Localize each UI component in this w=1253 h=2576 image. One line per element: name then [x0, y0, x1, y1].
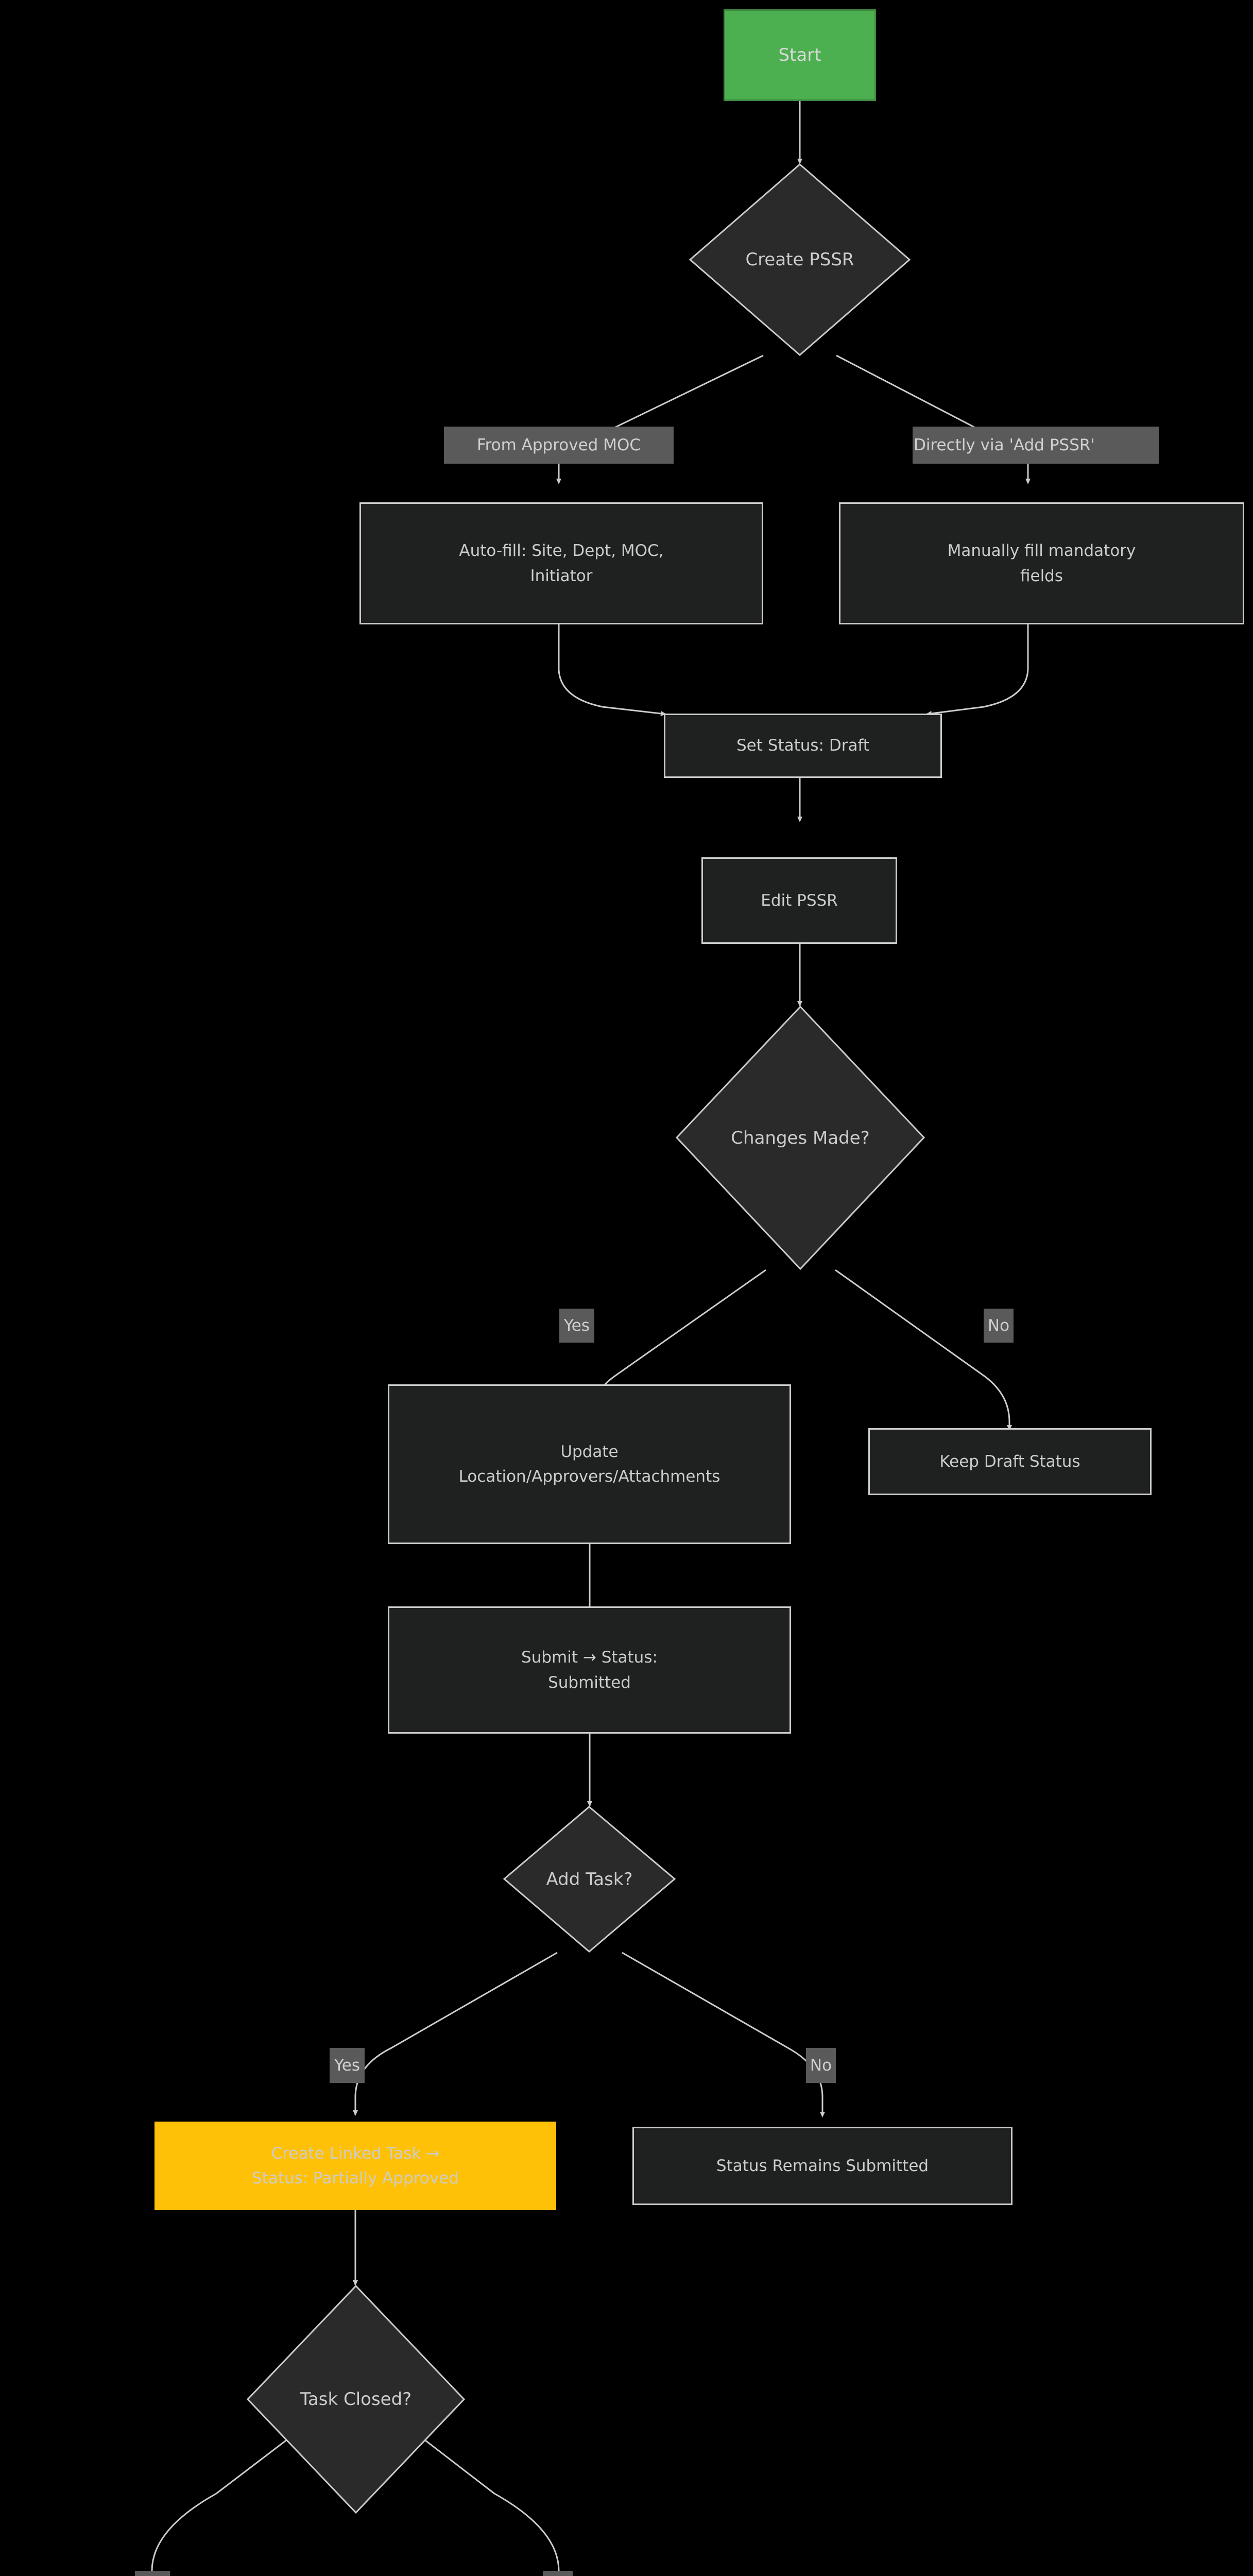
- edge-changes-no: [835, 1269, 1012, 1431]
- edge-label-changes-no: No: [984, 1309, 1014, 1343]
- node-start[interactable]: Start: [724, 9, 876, 101]
- node-update-location[interactable]: Update Location/Approvers/Attachments: [388, 1384, 791, 1544]
- diamond-shape: [676, 1006, 925, 1270]
- node-autofill-line1: Auto-fill: Site, Dept, MOC,: [459, 541, 664, 561]
- node-create-pssr[interactable]: Create PSSR: [689, 163, 911, 356]
- edge-label-task-yes: Yes: [330, 2048, 365, 2083]
- node-autofill-line2: Initiator: [530, 566, 593, 585]
- node-status-remains[interactable]: Status Remains Submitted: [632, 2127, 1012, 2205]
- node-autofill[interactable]: Auto-fill: Site, Dept, MOC, Initiator: [359, 502, 763, 624]
- edge-label-directly-via-add-pssr: Directly via 'Add PSSR': [913, 427, 1159, 464]
- node-edit-pssr-label: Edit PSSR: [761, 891, 838, 910]
- edge-label-text: No: [810, 2056, 832, 2075]
- node-create-linked-task-line1: Create Linked Task →: [271, 2144, 440, 2163]
- edge-label-text: Yes: [563, 1316, 590, 1335]
- node-set-draft-label: Set Status: Draft: [736, 736, 869, 755]
- diamond-shape: [247, 2285, 465, 2514]
- node-submit[interactable]: Submit → Status: Submitted: [388, 1606, 791, 1734]
- node-manual-fill[interactable]: Manually fill mandatory fields: [839, 502, 1244, 624]
- edge-label-text: Yes: [334, 2056, 361, 2075]
- node-status-remains-label: Status Remains Submitted: [716, 2156, 929, 2175]
- diamond-shape: [689, 163, 911, 356]
- edge-addtask-yes: [353, 1952, 558, 2116]
- node-submit-line2: Submitted: [548, 1673, 631, 1692]
- node-create-linked-task[interactable]: Create Linked Task → Status: Partially A…: [155, 2122, 556, 2210]
- node-task-closed[interactable]: Task Closed?: [247, 2285, 465, 2514]
- node-create-pssr-label: Create PSSR: [745, 249, 854, 270]
- diamond-shape: [503, 1806, 676, 1953]
- node-update-location-line1: Update: [560, 1442, 619, 1461]
- edge-label-closed-yes: Yes: [135, 2571, 170, 2576]
- node-task-closed-label: Task Closed?: [300, 2389, 412, 2410]
- node-keep-draft-label: Keep Draft Status: [939, 1452, 1080, 1471]
- node-manual-fill-line1: Manually fill mandatory: [947, 541, 1136, 561]
- edge-label-task-no: No: [806, 2048, 836, 2083]
- edge-addtask-no: [622, 1952, 825, 2117]
- edge-label-text: Directly via 'Add PSSR': [914, 435, 1095, 454]
- node-submit-line1: Submit → Status:: [521, 1648, 658, 1667]
- node-start-label: Start: [778, 44, 821, 65]
- edge-autofill-to-draft: [558, 624, 666, 716]
- edge-manual-to-draft: [926, 624, 1029, 716]
- node-update-location-line2: Location/Approvers/Attachments: [458, 1467, 720, 1486]
- edge-label-text: No: [987, 1316, 1010, 1335]
- node-changes-made[interactable]: Changes Made?: [676, 1006, 925, 1270]
- edge-label-changes-yes: Yes: [559, 1309, 594, 1343]
- node-manual-fill-line2: fields: [1020, 566, 1063, 585]
- node-set-draft[interactable]: Set Status: Draft: [664, 714, 942, 778]
- edge-create-to-autofill: [556, 354, 764, 484]
- node-add-task[interactable]: Add Task?: [503, 1806, 676, 1953]
- node-keep-draft[interactable]: Keep Draft Status: [868, 1428, 1152, 1495]
- edge-label-from-approved-moc: From Approved MOC: [444, 427, 674, 464]
- edge-label-closed-no: No: [543, 2571, 573, 2576]
- edge-label-text: From Approved MOC: [477, 435, 641, 454]
- edge-create-to-manual: [836, 354, 1031, 484]
- node-edit-pssr[interactable]: Edit PSSR: [701, 857, 897, 944]
- node-changes-made-label: Changes Made?: [731, 1127, 870, 1148]
- node-add-task-label: Add Task?: [546, 1869, 633, 1890]
- node-create-linked-task-line2: Status: Partially Approved: [251, 2169, 459, 2188]
